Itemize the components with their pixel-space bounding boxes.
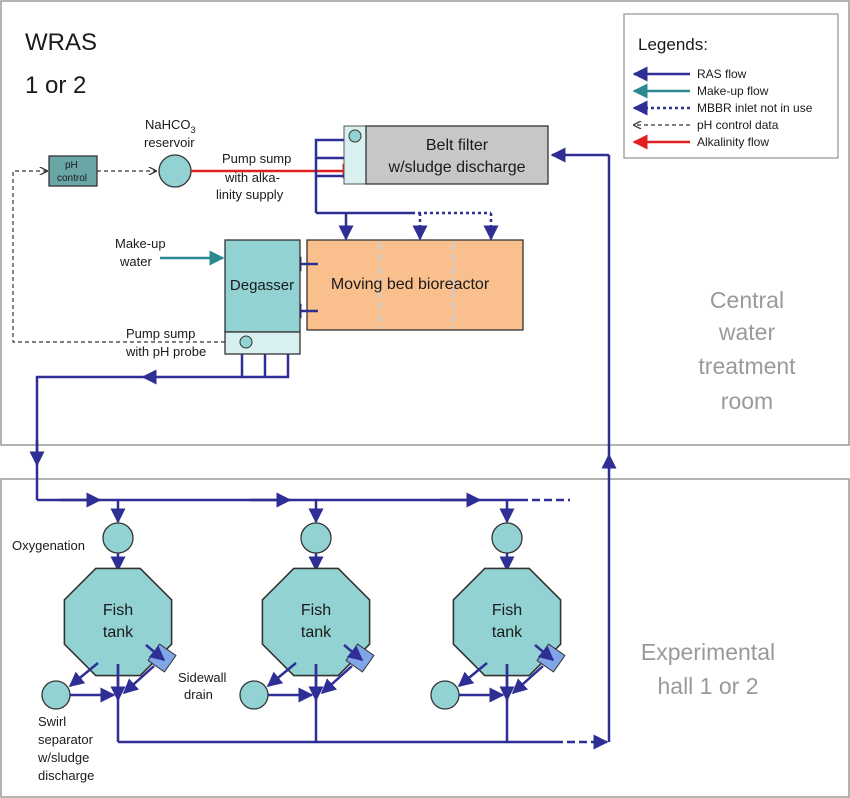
fish-tank-unit: Fish tank — [41, 500, 177, 742]
title-line-1: WRAS — [25, 29, 97, 56]
belt-filter-label: w/sludge discharge — [388, 159, 526, 176]
belt-filter-pump-icon — [348, 129, 362, 143]
fish-tank-label: tank — [301, 624, 332, 641]
bottom-drain-flow — [266, 662, 297, 687]
central-label-line: water — [718, 319, 776, 345]
legend-alk-label: Alkalinity flow — [697, 135, 769, 149]
swirl-separator — [41, 680, 71, 710]
fish-tank — [261, 567, 371, 677]
sidewall-to-return — [511, 665, 544, 695]
ph-control-label: control — [57, 173, 87, 184]
reservoir-label: NaHCO3 — [145, 117, 196, 135]
fish-tank-unit: Fish tank — [239, 500, 375, 742]
drain-inflow-arrow — [145, 644, 166, 661]
fish-tank-label: tank — [492, 624, 523, 641]
swirl-separator-label: discharge — [38, 768, 94, 783]
pump-sump-ph — [224, 331, 301, 355]
pump-sump-ph-label: with pH probe — [125, 344, 206, 359]
title-line-2: 1 or 2 — [25, 72, 86, 99]
hall-label: Experimental hall 1 or 2 — [641, 639, 775, 699]
swirl-separator-label: Swirl — [38, 714, 66, 729]
central-label-line: Central — [710, 287, 784, 313]
legend-ph-label: pH control data — [697, 118, 779, 132]
makeup-water-label: water — [119, 254, 152, 269]
sidewall-to-return — [320, 665, 353, 695]
hall-label-line: Experimental — [641, 639, 775, 665]
ph-control-label: pH — [65, 160, 78, 171]
degasser-label: Degasser — [230, 277, 294, 294]
pump-sump-ph-label: Pump sump — [126, 326, 195, 341]
legend: Legends: RAS flow Make-up flow MBBR inle… — [623, 13, 839, 159]
central-label-line: room — [721, 388, 773, 414]
pump-sump-alk-label: linity supply — [216, 187, 284, 202]
belt-filter — [365, 125, 549, 185]
fish-tank-label: Fish — [301, 602, 331, 619]
fish-tank — [63, 567, 173, 677]
belt-filter-label: Belt filter — [426, 137, 489, 154]
central-room-border — [0, 0, 850, 446]
pump-sump-alk-label: Pump sump — [222, 151, 291, 166]
fish-tank-label: Fish — [103, 602, 133, 619]
swirl-separator-label: w/sludge — [37, 750, 89, 765]
oxygenation-cone — [102, 522, 134, 554]
ph-control-box — [48, 155, 98, 187]
legend-mbbr-label: MBBR inlet not in use — [697, 101, 813, 115]
oxygenation-label: Oxygenation — [12, 538, 85, 553]
central-room-label: Central water treatment room — [698, 287, 796, 414]
drain-inflow-arrow — [343, 644, 364, 661]
belt-outlet — [314, 138, 344, 213]
tank-units: Fish tank Fish tank Fish tank — [41, 500, 566, 742]
swirl-separator — [239, 680, 269, 710]
sidewall-drain-label: drain — [184, 687, 213, 702]
legend-box — [623, 13, 839, 159]
fish-tank-unit: Fish tank — [430, 500, 566, 742]
main-feed-down — [35, 375, 145, 500]
oxygenation-cone — [300, 522, 332, 554]
swirl-separator-label: separator — [38, 732, 94, 747]
fish-tank — [452, 567, 562, 677]
bottom-drain-flow — [68, 662, 99, 687]
degasser — [224, 239, 301, 333]
legend-title: Legends: — [638, 35, 708, 54]
sidewall-to-return — [122, 665, 155, 695]
central-label-line: treatment — [698, 353, 796, 379]
moving-bed-bioreactor — [306, 239, 524, 331]
drain-inflow-arrow — [534, 644, 555, 661]
fish-tank-label: Fish — [492, 602, 522, 619]
ph-data-line-to-control — [12, 171, 225, 343]
hall-label-line: hall 1 or 2 — [657, 673, 758, 699]
oxygenation-cone — [491, 522, 523, 554]
mbbr-label: Moving bed bioreactor — [331, 276, 490, 293]
legend-ras-label: RAS flow — [697, 67, 747, 81]
sidewall-drain-label: Sidewall — [178, 670, 227, 685]
nahco3-reservoir — [158, 154, 192, 188]
legend-makeup-label: Make-up flow — [697, 84, 769, 98]
pump-sump-alk-label: with alka- — [224, 170, 280, 185]
makeup-water-label: Make-up — [115, 236, 166, 251]
ph-probe-icon — [239, 335, 253, 349]
reservoir-label-2: reservoir — [144, 135, 195, 150]
experimental-hall-border — [0, 478, 850, 798]
fish-tank-label: tank — [103, 624, 134, 641]
swirl-separator — [430, 680, 460, 710]
bottom-drain-flow — [457, 662, 488, 687]
